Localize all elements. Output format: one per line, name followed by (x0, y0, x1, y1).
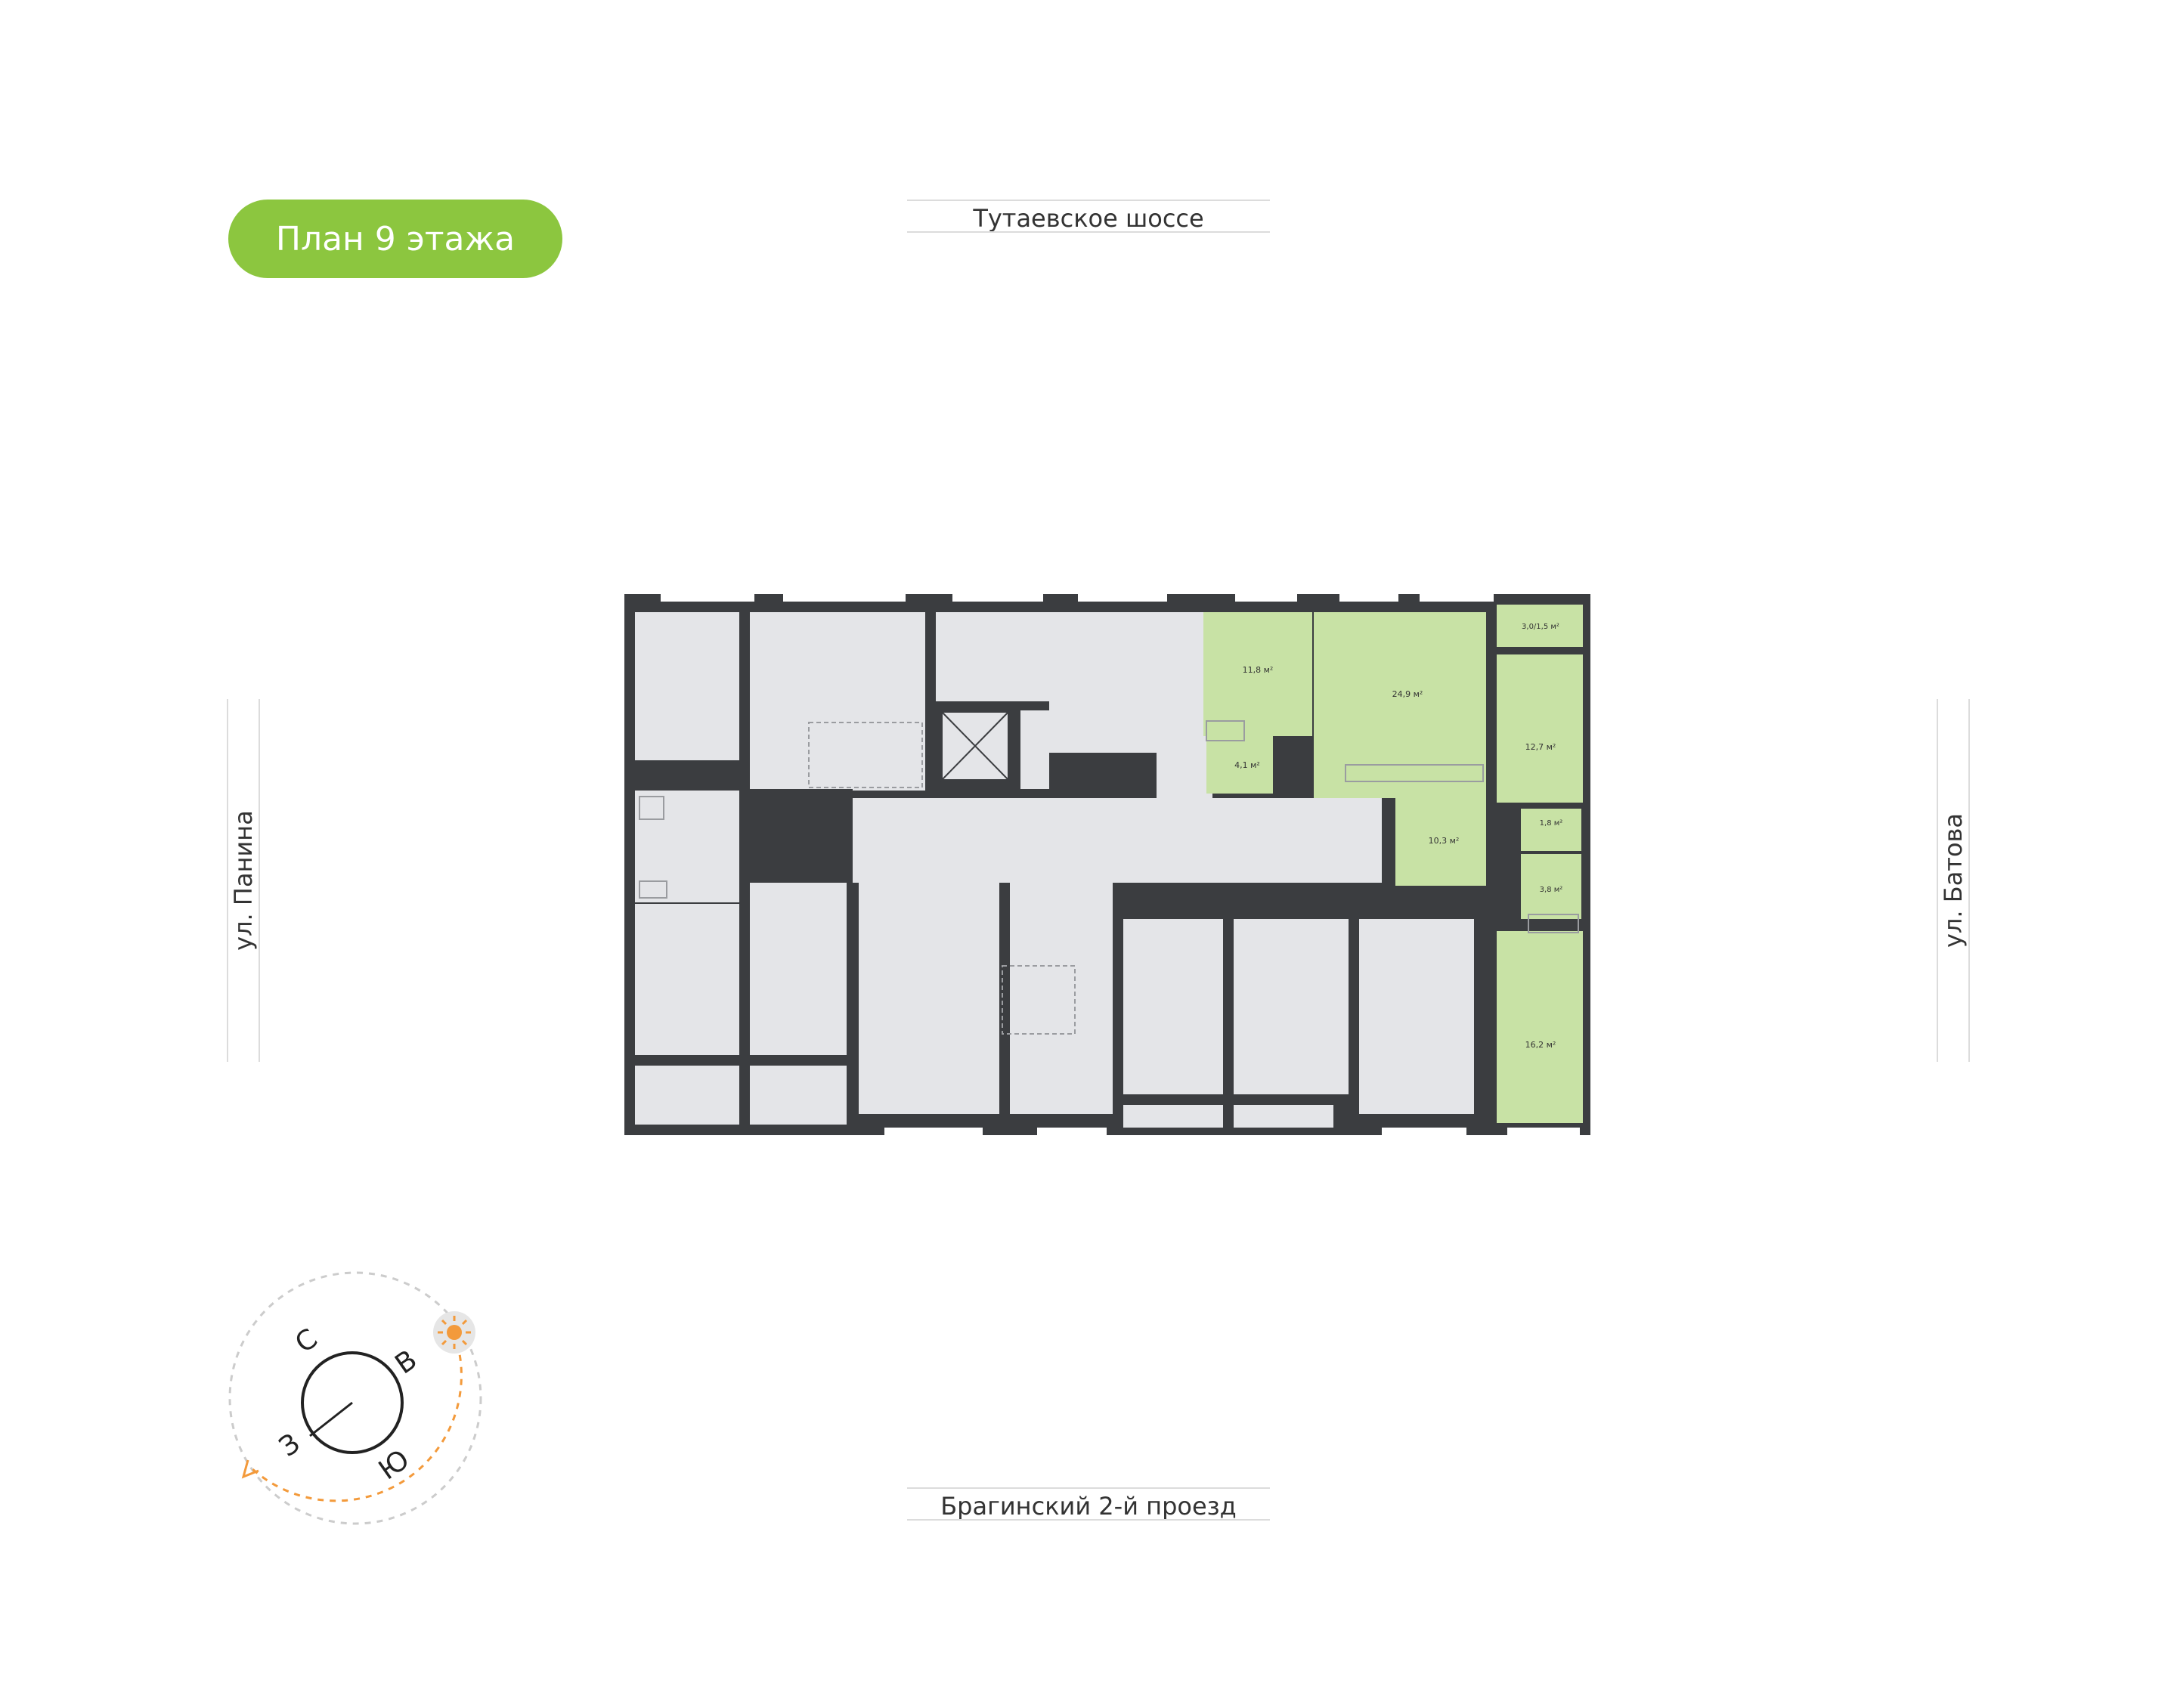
label-room-3-8: 3,8 м² (1540, 886, 1563, 894)
stair-core (936, 612, 1157, 789)
sun-icon (433, 1311, 475, 1354)
room-3-0-1-5 (1497, 605, 1583, 647)
compass-needle (309, 1401, 353, 1437)
window-strips (661, 594, 1580, 1135)
room-4-1 (1206, 715, 1273, 794)
floor-plan-badge[interactable]: План 9 этажа (228, 200, 562, 278)
compass-south-label: Ю (373, 1444, 415, 1487)
corridor (853, 798, 1382, 883)
label-room-4-1: 4,1 м² (1234, 760, 1260, 770)
room-16-2 (1497, 931, 1583, 1123)
street-bottom-label: Брагинский 2-й проезд (940, 1492, 1237, 1521)
grey-apartments (635, 612, 1474, 1128)
room-10-3 (1395, 780, 1491, 886)
highlighted-apartment (1203, 605, 1583, 1123)
floor-plan-label: План 9 этажа (275, 219, 516, 258)
label-room-12-7: 12,7 м² (1525, 742, 1556, 752)
label-room-16-2: 16,2 м² (1525, 1040, 1556, 1050)
compass-orbit (228, 1271, 482, 1525)
fixtures (639, 720, 1579, 1035)
label-room-10-3: 10,3 м² (1429, 836, 1460, 846)
street-bottom: Брагинский 2-й проезд (907, 1487, 1270, 1521)
compass-sun-path (249, 1331, 463, 1502)
room-12-7 (1497, 654, 1583, 803)
room-3-8 (1521, 854, 1581, 919)
street-left: ул. Панина (227, 699, 260, 1062)
label-room-3-0-1-5: 3,0/1,5 м² (1522, 623, 1559, 631)
sun-path-arrow-icon (241, 1459, 259, 1479)
corridor-core (1157, 612, 1212, 810)
label-room-1-8: 1,8 м² (1540, 819, 1563, 828)
label-room-24-9: 24,9 м² (1392, 689, 1423, 699)
street-top: Тутаевское шоссе (907, 200, 1270, 233)
floor-plan: 11,8 м² 24,9 м² 3,0/1,5 м² 12,7 м² 4,1 м… (624, 594, 1590, 1135)
street-right: ул. Батова (1937, 699, 1970, 1062)
compass: С В Ю З (228, 1271, 482, 1525)
compass-north-label: С (290, 1323, 323, 1360)
street-left-label: ул. Панина (229, 810, 258, 951)
bathrooms-left (670, 791, 739, 902)
street-top-label: Тутаевское шоссе (973, 204, 1204, 233)
compass-west-label: З (274, 1428, 305, 1463)
room-24-9 (1314, 612, 1486, 798)
room-1-8 (1521, 809, 1581, 851)
street-right-label: ул. Батова (1939, 813, 1968, 948)
label-room-11-8: 11,8 м² (1243, 665, 1274, 675)
